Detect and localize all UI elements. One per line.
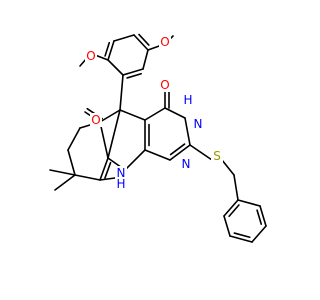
bond [144, 149, 171, 161]
atom-label-nh-bottom-n: N [117, 166, 126, 180]
bond [107, 40, 115, 61]
bond [99, 177, 116, 181]
bond [74, 174, 101, 181]
double-bond-inner [104, 41, 111, 57]
bond [99, 121, 109, 159]
bond [259, 205, 267, 227]
bond [94, 54, 109, 61]
double-bond-inner [126, 72, 142, 79]
atom-label-o-methoxy-top: O [160, 35, 169, 49]
atom-label-background [85, 49, 97, 63]
atom-label-s-thioether: S [213, 149, 221, 163]
bond [67, 127, 81, 151]
bond [122, 68, 144, 76]
atom-label-n-imine: N [182, 157, 191, 171]
atom-label-background [115, 177, 127, 191]
double-bond-inner [169, 143, 186, 156]
atom-label-background [180, 157, 192, 171]
bond [223, 199, 239, 217]
bond [223, 215, 231, 237]
bond [189, 144, 213, 161]
bond [67, 149, 76, 176]
atom-label-background [115, 166, 127, 180]
atom-label-background [211, 149, 223, 163]
bond [49, 169, 76, 176]
bond [229, 235, 253, 243]
bond [107, 59, 124, 76]
bond [113, 34, 135, 42]
bond [119, 74, 124, 111]
atom-label-background [159, 78, 171, 92]
bond-layer [49, 33, 267, 243]
atom-label-n-ring: N [194, 117, 203, 131]
bond [124, 149, 146, 171]
bond [164, 107, 186, 119]
atom-label-o-amide: O [160, 78, 169, 92]
bond [144, 107, 166, 121]
bond [99, 109, 121, 123]
bond [119, 109, 146, 121]
bond [221, 159, 235, 176]
double-bond-inner [256, 209, 263, 225]
bond [237, 199, 261, 207]
bond [233, 174, 239, 201]
atom-label-o-methoxy-left: O [86, 49, 95, 63]
atom-label-background [192, 117, 204, 131]
atom-label-nh-bottom-h: H [116, 177, 125, 191]
atom-label-background [182, 93, 194, 107]
double-bond-inner [104, 161, 112, 179]
bond [54, 174, 76, 191]
atom-label-background [90, 113, 102, 127]
bond [184, 117, 191, 146]
bond [133, 34, 149, 51]
bond [251, 225, 267, 243]
atom-label-n-h-ring: H [183, 93, 192, 107]
bond [169, 144, 191, 161]
bond [99, 157, 109, 181]
double-bond-inner [138, 33, 150, 46]
atom-label-background [159, 35, 171, 49]
double-bond-inner [233, 232, 251, 239]
bond [142, 49, 149, 70]
bond [107, 109, 121, 159]
double-bond-inner [228, 204, 240, 218]
atom-label-o-ketone: O [91, 113, 100, 127]
